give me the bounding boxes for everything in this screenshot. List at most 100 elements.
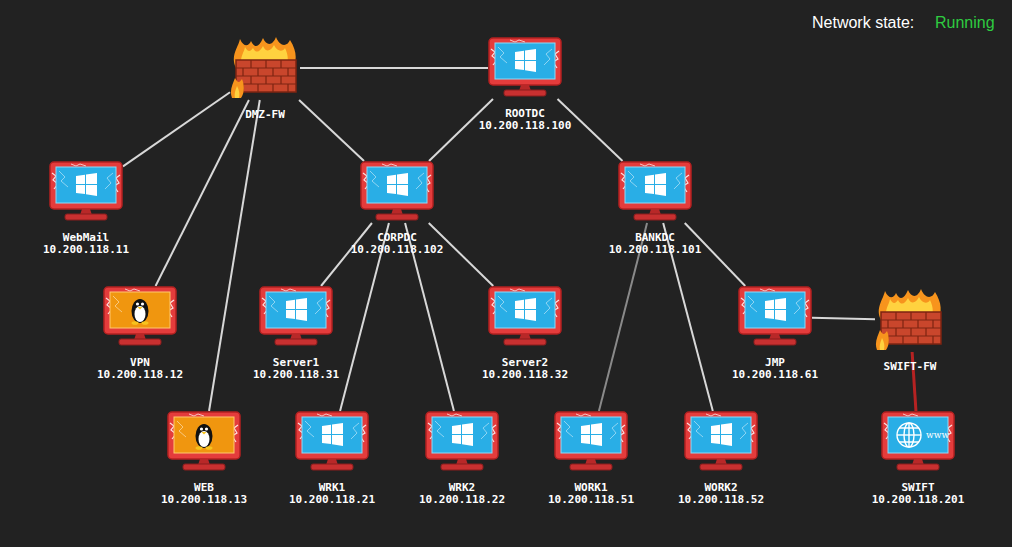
host-name: JMP — [732, 357, 818, 369]
host-name: WRK1 — [289, 482, 375, 494]
windows-host-node: Server110.200.118.31 — [259, 286, 333, 348]
host-caption: WRK110.200.118.21 — [289, 482, 375, 506]
network-link — [299, 100, 364, 161]
windows-host-node: WebMail10.200.118.11 — [49, 161, 123, 223]
host-name: WRK2 — [419, 482, 505, 494]
host-caption: ROOTDC10.200.118.100 — [479, 108, 572, 132]
windows-host-symbol — [489, 287, 561, 345]
host-name: DMZ-FW — [245, 109, 285, 121]
ip-address: 10.200.118.31 — [253, 369, 339, 381]
ip-address: 10.200.118.61 — [732, 369, 818, 381]
windows-host-symbol — [739, 287, 811, 345]
host-caption: Server110.200.118.31 — [253, 357, 339, 381]
host-caption: SWIFT-FW — [884, 361, 937, 373]
firewall-icon — [875, 288, 945, 352]
host-caption: WORK210.200.118.52 — [678, 482, 764, 506]
network-link — [300, 67, 488, 69]
web-host-node: SWIFT10.200.118.201 — [881, 411, 955, 473]
ip-address: 10.200.118.201 — [872, 494, 965, 506]
ip-address: 10.200.118.102 — [351, 244, 444, 256]
ip-address: 10.200.118.13 — [161, 494, 247, 506]
ip-address: 10.200.118.51 — [548, 494, 634, 506]
host-caption: JMP10.200.118.61 — [732, 357, 818, 381]
windows-host-symbol — [555, 412, 627, 470]
host-name: WORK1 — [548, 482, 634, 494]
windows-host-icon — [295, 411, 369, 473]
ip-address: 10.200.118.32 — [482, 369, 568, 381]
host-name: VPN — [97, 357, 183, 369]
windows-host-symbol — [685, 412, 757, 470]
windows-host-node: CORPDC10.200.118.102 — [360, 161, 434, 223]
host-name: SWIFT — [872, 482, 965, 494]
host-name: CORPDC — [351, 232, 444, 244]
ip-address: 10.200.118.12 — [97, 369, 183, 381]
host-caption: WebMail10.200.118.11 — [43, 232, 129, 256]
host-name: ROOTDC — [479, 108, 572, 120]
host-name: WebMail — [43, 232, 129, 244]
host-caption: WEB10.200.118.13 — [161, 482, 247, 506]
firewall-symbol — [231, 37, 296, 98]
host-name: SWIFT-FW — [884, 361, 937, 373]
host-caption: VPN10.200.118.12 — [97, 357, 183, 381]
host-caption: DMZ-FW — [245, 109, 285, 121]
windows-host-symbol — [296, 412, 368, 470]
windows-host-icon — [259, 286, 333, 348]
windows-host-node: BANKDC10.200.118.101 — [618, 161, 692, 223]
windows-host-icon — [738, 286, 812, 348]
status-value: Running — [935, 14, 995, 32]
windows-host-node: Server210.200.118.32 — [488, 286, 562, 348]
ip-address: 10.200.118.22 — [419, 494, 505, 506]
host-caption: WRK210.200.118.22 — [419, 482, 505, 506]
firewall-node: SWIFT-FW — [875, 288, 945, 352]
linux-host-symbol — [104, 287, 176, 345]
windows-host-icon — [49, 161, 123, 223]
windows-host-symbol — [489, 38, 561, 96]
windows-host-symbol — [361, 162, 433, 220]
linux-host-node: WEB10.200.118.13 — [167, 411, 241, 473]
screen-text: www — [926, 430, 949, 440]
host-caption: CORPDC10.200.118.102 — [351, 232, 444, 256]
ip-address: 10.200.118.52 — [678, 494, 764, 506]
firewall-icon — [230, 36, 300, 100]
ip-address: 10.200.118.101 — [609, 244, 702, 256]
windows-host-icon — [488, 37, 562, 99]
host-name: WEB — [161, 482, 247, 494]
windows-host-icon — [554, 411, 628, 473]
linux-host-icon — [103, 286, 177, 348]
windows-host-icon — [360, 161, 434, 223]
ip-address: 10.200.118.21 — [289, 494, 375, 506]
windows-host-symbol — [260, 287, 332, 345]
network-link — [123, 92, 230, 166]
windows-host-node: WRK110.200.118.21 — [295, 411, 369, 473]
windows-host-symbol — [50, 162, 122, 220]
linux-host-node: VPN10.200.118.12 — [103, 286, 177, 348]
windows-host-icon — [618, 161, 692, 223]
windows-host-icon — [488, 286, 562, 348]
windows-host-symbol — [619, 162, 691, 220]
firewall-symbol — [876, 289, 941, 350]
firewall-node: DMZ-FW — [230, 36, 300, 100]
windows-host-node: ROOTDC10.200.118.100 — [488, 37, 562, 99]
windows-host-symbol — [426, 412, 498, 470]
host-name: BANKDC — [609, 232, 702, 244]
web-host-icon — [881, 411, 955, 473]
ip-address: 10.200.118.11 — [43, 244, 129, 256]
ip-address: 10.200.118.100 — [479, 120, 572, 132]
host-caption: SWIFT10.200.118.201 — [872, 482, 965, 506]
windows-host-node: WRK210.200.118.22 — [425, 411, 499, 473]
windows-host-icon — [684, 411, 758, 473]
host-caption: WORK110.200.118.51 — [548, 482, 634, 506]
host-name: Server2 — [482, 357, 568, 369]
host-name: Server1 — [253, 357, 339, 369]
windows-host-node: WORK210.200.118.52 — [684, 411, 758, 473]
linux-host-symbol — [168, 412, 240, 470]
host-caption: BANKDC10.200.118.101 — [609, 232, 702, 256]
status-label: Network state: — [812, 14, 914, 32]
windows-host-icon — [425, 411, 499, 473]
network-link — [209, 100, 260, 411]
windows-host-node: WORK110.200.118.51 — [554, 411, 628, 473]
web-host-symbol — [882, 412, 954, 470]
windows-host-node: JMP10.200.118.61 — [738, 286, 812, 348]
network-link — [812, 318, 875, 319]
